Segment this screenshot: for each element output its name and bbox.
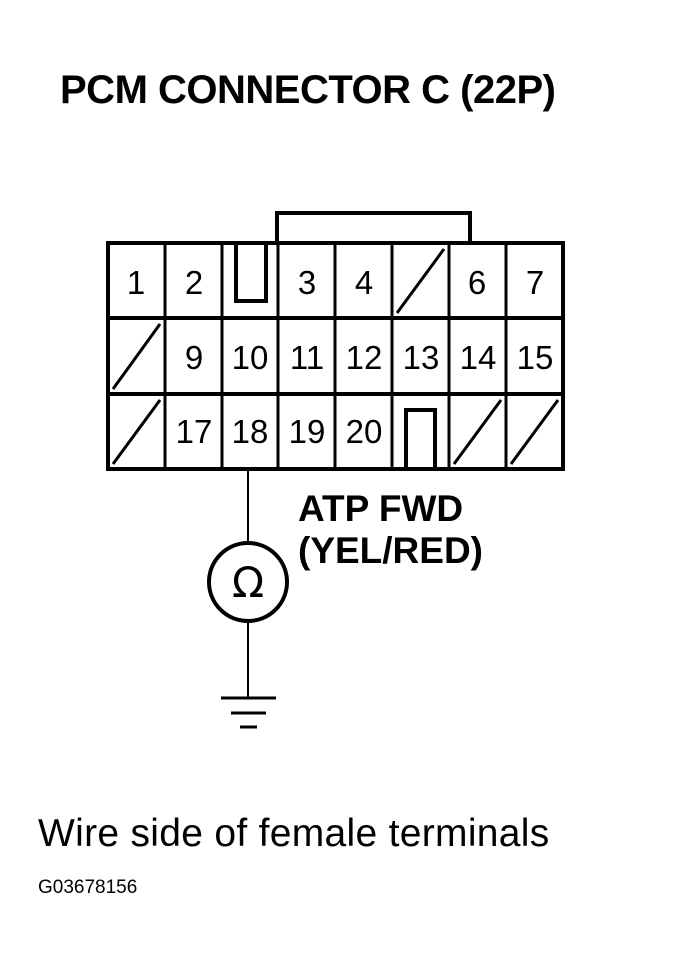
terminal-6-label: 6 xyxy=(468,264,486,301)
caption: Wire side of female terminals xyxy=(38,812,550,855)
unused-cavity-16 xyxy=(111,399,162,465)
ohm-symbol: Ω xyxy=(232,558,264,607)
terminal-17-label: 17 xyxy=(176,413,213,450)
terminal-1-label: 1 xyxy=(127,264,145,301)
figure-code: G03678156 xyxy=(38,877,138,898)
terminal-18-label: 18 xyxy=(232,413,269,450)
ground-icon xyxy=(221,696,276,729)
terminal-4-label: 4 xyxy=(355,264,373,301)
signal-name: ATP FWD xyxy=(298,488,464,529)
terminal-7-label: 7 xyxy=(526,264,544,301)
diagram-title: PCM CONNECTOR C (22P) xyxy=(60,68,556,112)
terminal-14-label: 14 xyxy=(460,339,497,376)
terminal-13-label: 13 xyxy=(403,339,440,376)
terminal-15-label: 15 xyxy=(517,339,554,376)
unused-cavity-8 xyxy=(111,323,162,390)
terminal-3-label: 3 xyxy=(298,264,316,301)
terminal-20-label: 20 xyxy=(346,413,383,450)
connector-key-tab xyxy=(275,211,472,244)
wire-color: (YEL/RED) xyxy=(298,530,483,571)
unused-cavity-5 xyxy=(395,248,446,314)
terminal-9-label: 9 xyxy=(185,339,203,376)
unused-cavity-22 xyxy=(452,399,503,465)
connector-notch-bottom xyxy=(404,408,437,467)
unused-cavity-23 xyxy=(509,399,560,465)
connector-notch-top xyxy=(234,245,268,303)
terminal-19-label: 19 xyxy=(289,413,326,450)
terminal-12-label: 12 xyxy=(346,339,383,376)
terminal-11-label: 11 xyxy=(290,339,324,376)
ohmmeter-icon: Ω xyxy=(207,541,289,623)
terminal-10-label: 10 xyxy=(232,339,269,376)
terminal-2-label: 2 xyxy=(185,264,203,301)
